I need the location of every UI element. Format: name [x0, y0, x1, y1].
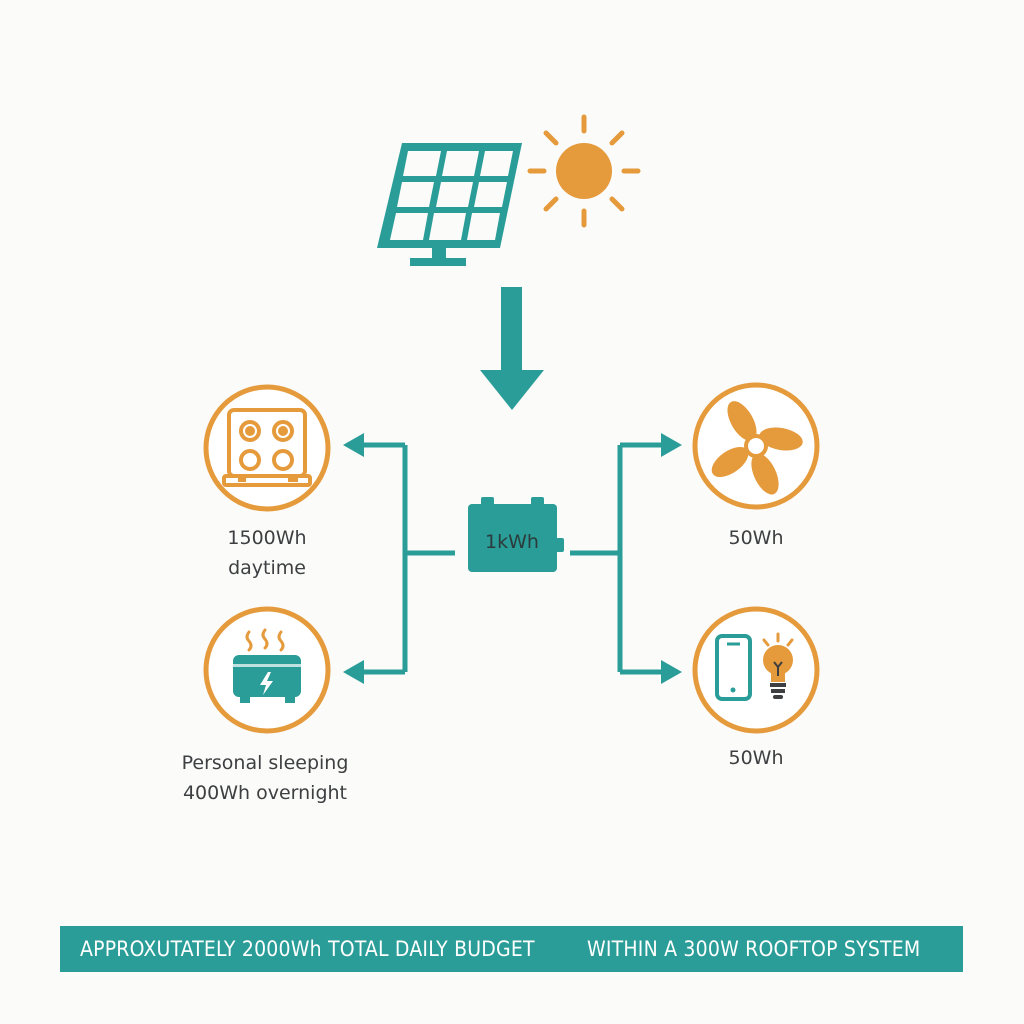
right-connector — [570, 442, 665, 675]
summary-banner: APPROXUTATELY 2000Wh TOTAL DAILY BUDGET … — [60, 926, 963, 972]
phone-icon — [715, 634, 752, 701]
arrowhead-to-fan — [661, 433, 682, 457]
heater-energy-value: 400Wh overnight — [182, 782, 348, 804]
arrowhead-to-stove — [343, 433, 364, 457]
battery-icon — [468, 497, 564, 572]
fan-icon — [711, 401, 803, 495]
banner-left-text: APPROXUTATELY 2000Wh TOTAL DAILY BUDGET — [80, 937, 535, 961]
down-arrow — [480, 287, 544, 410]
stove-load — [203, 384, 331, 512]
left-connector — [360, 442, 455, 675]
arrowhead-to-heater — [343, 660, 364, 684]
light-bulb-icon — [762, 632, 794, 699]
stove-energy-value: 1500Wh — [227, 527, 307, 549]
heater-load — [203, 606, 331, 734]
heater-icon — [233, 628, 301, 703]
sun-icon — [527, 114, 641, 228]
solar-panel-icon — [377, 143, 522, 266]
stove-time-label: daytime — [228, 557, 306, 579]
heater-energy-label: Personal sleeping 400Wh overnight — [149, 748, 381, 808]
devices-energy-label: 50Wh — [728, 747, 784, 769]
stove-energy-label: 1500Wh daytime — [167, 523, 367, 583]
arrowhead-to-devices — [661, 660, 682, 684]
battery-capacity-label: 1kWh — [485, 531, 539, 553]
devices-load — [692, 606, 820, 734]
heater-description: Personal sleeping — [181, 752, 349, 774]
fan-energy-label: 50Wh — [728, 527, 784, 549]
banner-right-text: WITHIN A 300W ROOFTOP SYSTEM — [587, 937, 921, 961]
fan-load — [692, 382, 820, 510]
stove-icon — [222, 408, 312, 487]
